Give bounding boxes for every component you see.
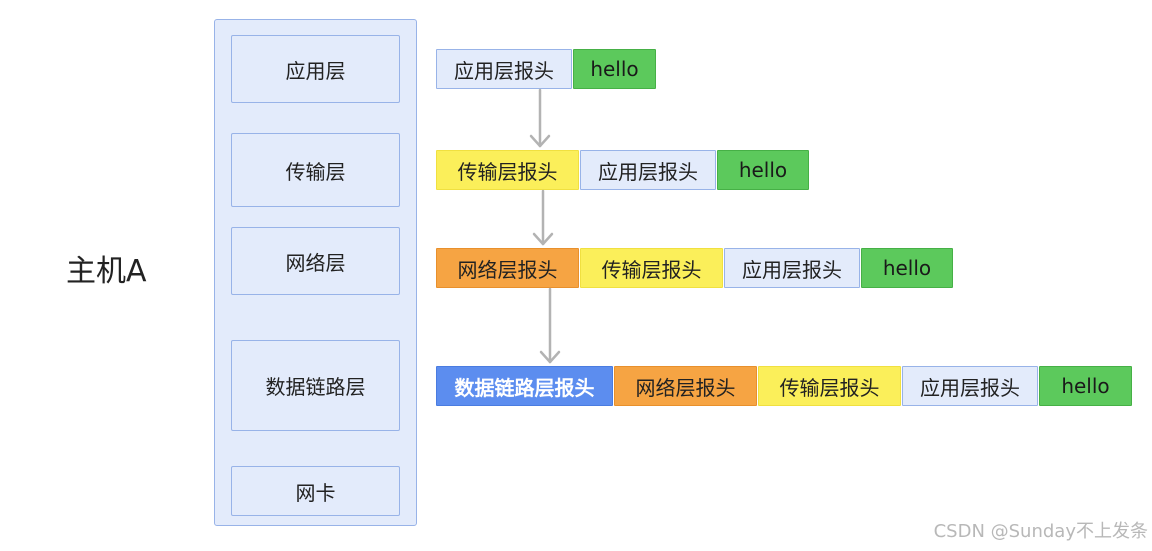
row4-network-header: 网络层报头: [614, 366, 757, 406]
row1-application-header: 应用层报头: [436, 49, 572, 89]
row2-transport-header: 传输层报头: [436, 150, 579, 190]
row2-payload: hello: [717, 150, 809, 190]
row1-payload: hello: [573, 49, 656, 89]
arrow-head-3: [539, 350, 561, 364]
row3-application-header: 应用层报头: [724, 248, 860, 288]
watermark: CSDN @Sunday不上发条: [933, 521, 1148, 542]
layer-application: 应用层: [231, 35, 400, 103]
layer-transport: 传输层: [231, 133, 400, 207]
layer-datalink: 数据链路层: [231, 340, 400, 431]
row3-payload: hello: [861, 248, 953, 288]
row3-network-header: 网络层报头: [436, 248, 579, 288]
arrow-head-1: [529, 134, 551, 148]
row4-transport-header: 传输层报头: [758, 366, 901, 406]
layer-nic: 网卡: [231, 466, 400, 516]
row4-application-header: 应用层报头: [902, 366, 1038, 406]
layer-network: 网络层: [231, 227, 400, 295]
row3-transport-header: 传输层报头: [580, 248, 723, 288]
arrow-head-2: [532, 232, 554, 246]
host-label: 主机A: [66, 254, 147, 289]
row4-payload: hello: [1039, 366, 1132, 406]
row2-application-header: 应用层报头: [580, 150, 716, 190]
row4-datalink-header: 数据链路层报头: [436, 366, 613, 406]
